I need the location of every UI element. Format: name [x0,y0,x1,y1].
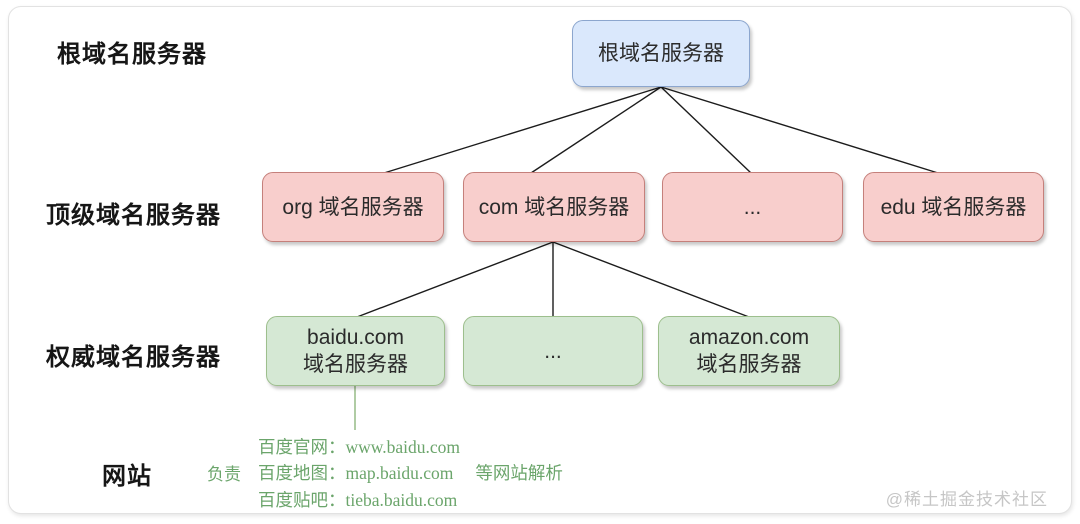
node-auth-baidu: baidu.com 域名服务器 [266,316,445,386]
row-label-site: 网站 [102,463,152,490]
node-auth-amazon: amazon.com 域名服务器 [658,316,840,386]
line-root-dots [660,86,752,174]
node-auth-amazon-line2: 域名服务器 [696,353,802,376]
node-tld-org: org 域名服务器 [262,172,444,242]
node-tld-ellipsis-label: ... [743,195,762,219]
line-com-amazon [552,241,750,318]
node-auth-ellipsis: ... [463,316,643,386]
website-entry-1: 百度官网：www.baidu.com [258,434,460,459]
node-root-server-label: 根域名服务器 [598,42,724,65]
line-root-org [383,86,662,174]
line-root-edu [660,86,939,174]
watermark: @稀土掘金技术社区 [885,490,1048,509]
node-auth-baidu-line2: 域名服务器 [303,353,408,376]
website-entry-2-label: 百度地图： [258,463,346,483]
node-auth-amazon-line1: amazon.com [688,326,810,349]
line-com-baidu [356,241,554,318]
node-tld-edu-label: edu 域名服务器 [880,195,1027,219]
node-auth-ellipsis-line1: ... [544,339,562,363]
website-entry-3-domain: tieba.baidu.com [345,490,458,510]
website-entry-2-suffix: 等网站解析 [475,463,563,483]
row-label-root: 根域名服务器 [57,41,207,68]
website-entry-1-domain: www.baidu.com [345,437,461,457]
node-tld-com-label: com 域名服务器 [478,195,630,219]
website-entry-3-label: 百度贴吧： [258,490,346,510]
node-tld-edu: edu 域名服务器 [863,172,1044,242]
website-entry-2: 百度地图：map.baidu.com 等网站解析 [258,460,563,485]
website-entry-3: 百度贴吧：tieba.baidu.com [258,487,457,512]
node-auth-baidu-line1: baidu.com [307,326,404,349]
node-tld-com: com 域名服务器 [463,172,645,242]
node-tld-org-label: org 域名服务器 [282,195,424,219]
row-label-tld: 顶级域名服务器 [46,202,221,229]
website-duty-label: 负责 [207,465,241,484]
website-entry-2-domain: map.baidu.com [345,463,454,483]
row-label-auth: 权威域名服务器 [46,344,221,371]
website-entry-1-label: 百度官网： [258,437,346,457]
node-tld-ellipsis: ... [662,172,843,242]
node-root-server: 根域名服务器 [572,20,750,87]
line-root-com [530,86,662,174]
